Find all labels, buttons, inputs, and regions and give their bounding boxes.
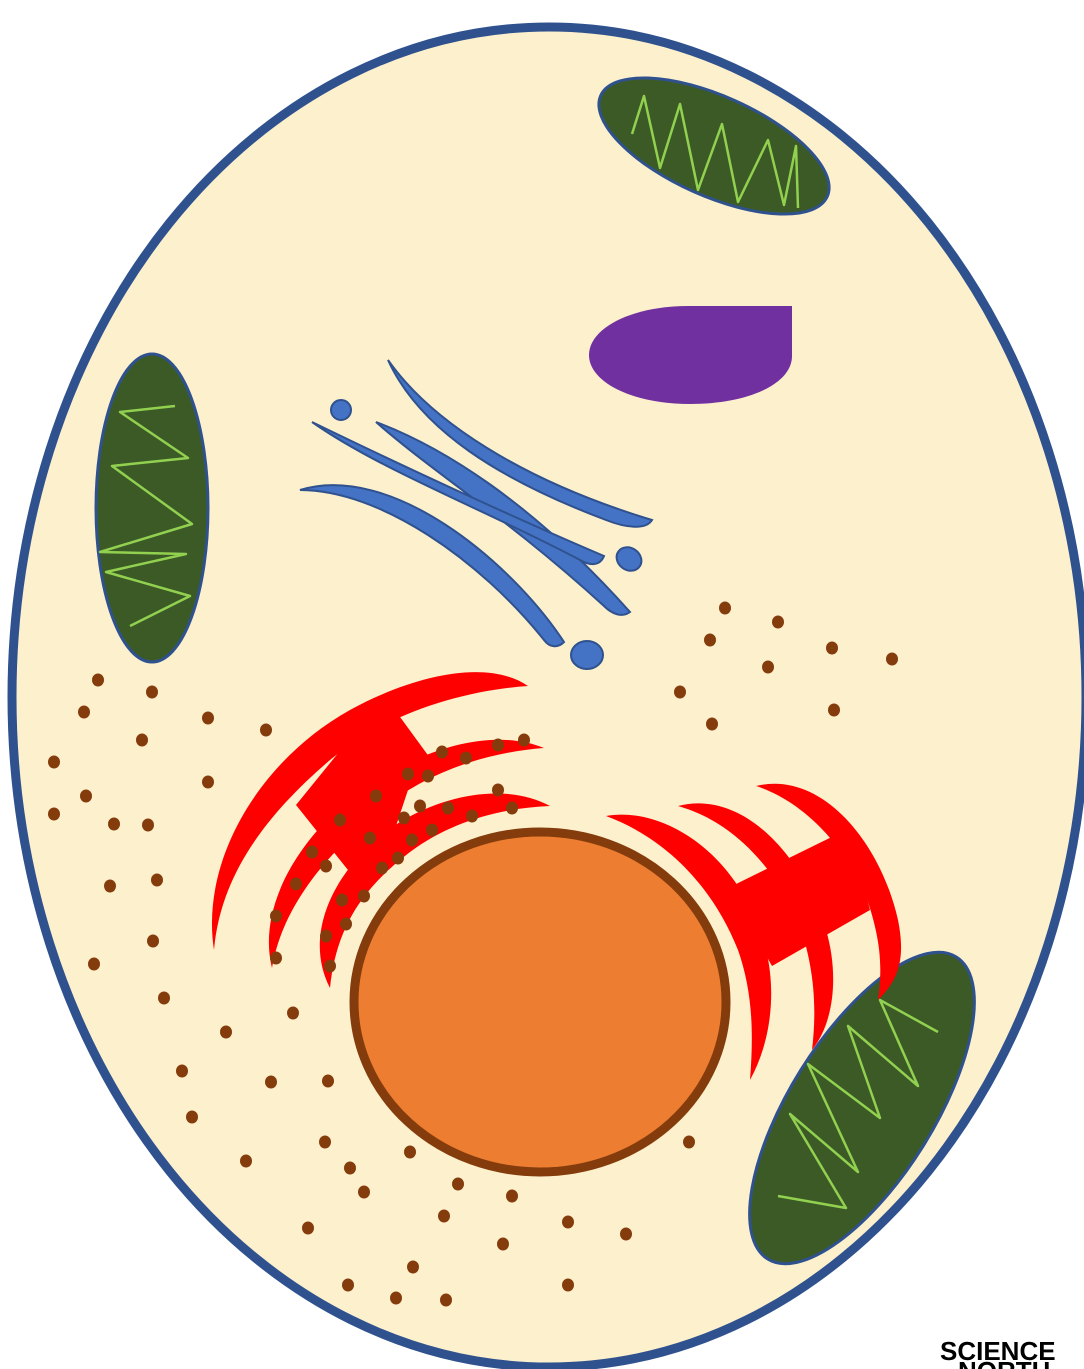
ribosome-icon: [492, 739, 504, 752]
ribosome-icon: [762, 661, 774, 674]
ribosome-icon: [108, 818, 120, 831]
ribosome-icon: [290, 878, 302, 891]
ribosome-icon: [466, 810, 478, 823]
ribosome-icon: [80, 790, 92, 803]
ribosome-icon: [270, 910, 282, 923]
ribosome-icon: [438, 1210, 450, 1223]
ribosome-icon: [706, 718, 718, 731]
ribosome-icon: [260, 724, 272, 737]
ribosome-icon: [886, 653, 898, 666]
ribosome-icon: [151, 874, 163, 887]
ribosome-icon: [88, 958, 100, 971]
ribosome-icon: [506, 802, 518, 815]
ribosome-icon: [344, 1162, 356, 1175]
ribosome-icon: [364, 832, 376, 845]
ribosome-icon: [392, 852, 404, 865]
ribosome-icon: [220, 1026, 232, 1039]
ribosome-icon: [322, 1075, 334, 1088]
ribosome-icon: [826, 642, 838, 655]
ribosome-icon: [620, 1228, 632, 1241]
ribosome-icon: [202, 776, 214, 789]
ribosome-icon: [436, 746, 448, 759]
ribosome-icon: [147, 935, 159, 948]
ribosome-icon: [497, 1238, 509, 1251]
ribosome-icon: [340, 918, 352, 931]
ribosome-icon: [240, 1155, 252, 1168]
ribosome-icon: [442, 802, 454, 815]
ribosome-icon: [562, 1216, 574, 1229]
ribosome-icon: [506, 1190, 518, 1203]
ribosome-icon: [390, 1292, 402, 1305]
ribosome-icon: [358, 890, 370, 903]
ribosome-icon: [414, 800, 426, 813]
ribosome-icon: [704, 634, 716, 647]
ribosome-icon: [48, 756, 60, 769]
ribosome-icon: [404, 1146, 416, 1159]
ribosome-icon: [460, 752, 472, 765]
ribosome-icon: [176, 1065, 188, 1078]
ribosome-icon: [146, 686, 158, 699]
ribosome-icon: [398, 812, 410, 825]
mitochondrion-left: [96, 354, 208, 662]
ribosome-icon: [202, 712, 214, 725]
ribosome-icon: [104, 880, 116, 893]
ribosome-icon: [265, 1076, 277, 1089]
ribosome-icon: [78, 706, 90, 719]
ribosome-icon: [358, 1186, 370, 1199]
ribosome-icon: [402, 768, 414, 781]
ribosome-icon: [302, 1222, 314, 1235]
ribosome-icon: [306, 846, 318, 859]
ribosome-icon: [828, 704, 840, 717]
ribosome-icon: [719, 602, 731, 615]
ribosome-icon: [492, 784, 504, 797]
ribosome-icon: [320, 860, 332, 873]
ribosome-icon: [336, 894, 348, 907]
ribosome-icon: [158, 992, 170, 1005]
nucleus-icon: [354, 832, 726, 1172]
ribosome-icon: [342, 1279, 354, 1292]
ribosome-icon: [518, 734, 530, 747]
ribosome-icon: [562, 1279, 574, 1292]
ribosome-icon: [142, 819, 154, 832]
ribosome-icon: [319, 1136, 331, 1149]
ribosome-icon: [92, 674, 104, 687]
ribosome-icon: [422, 770, 434, 783]
ribosome-icon: [674, 686, 686, 699]
ribosome-icon: [406, 834, 418, 847]
ribosome-icon: [320, 930, 332, 943]
ribosome-icon: [407, 1261, 419, 1274]
science-north-logo: SCIENCE NORTH: [940, 1336, 1056, 1369]
ribosome-icon: [370, 790, 382, 803]
ribosome-icon: [334, 814, 346, 827]
ribosome-icon: [186, 1111, 198, 1124]
ribosome-icon: [48, 808, 60, 821]
logo-line2: NORTH: [958, 1356, 1050, 1369]
ribosome-icon: [426, 824, 438, 837]
ribosome-icon: [270, 952, 282, 965]
ribosome-icon: [287, 1007, 299, 1020]
vacuole-icon: [589, 306, 792, 404]
golgi-vesicle: [331, 400, 351, 420]
ribosome-icon: [452, 1178, 464, 1191]
ribosome-icon: [772, 616, 784, 629]
ribosome-icon: [683, 1136, 695, 1149]
golgi-vesicle: [571, 641, 603, 669]
ribosome-icon: [376, 862, 388, 875]
ribosome-icon: [440, 1294, 452, 1307]
ribosome-icon: [136, 734, 148, 747]
ribosome-icon: [324, 960, 336, 973]
